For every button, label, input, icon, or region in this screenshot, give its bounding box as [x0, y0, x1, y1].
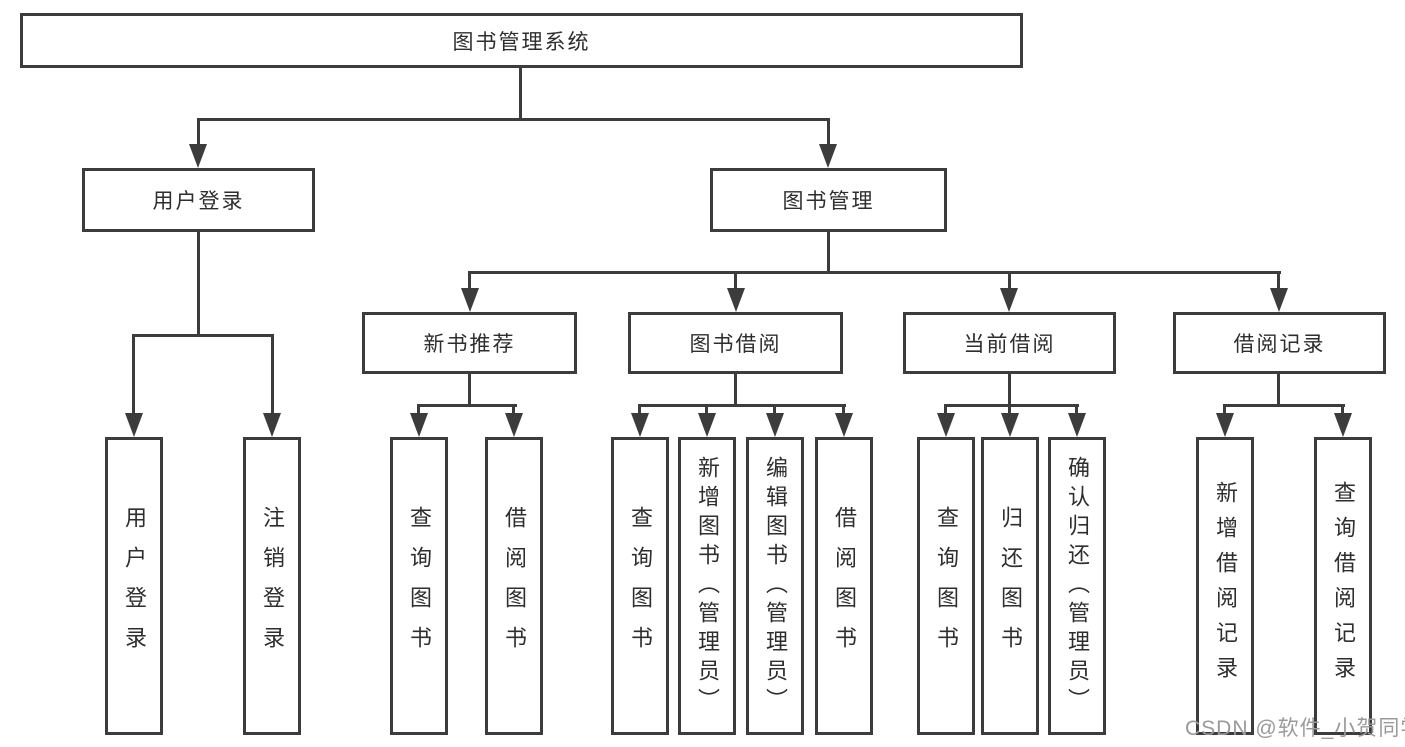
arrow-down-icon — [1216, 413, 1234, 437]
arrow-down-icon — [1001, 413, 1019, 437]
connector-line — [132, 334, 135, 418]
node-label: 图书管理系统 — [452, 30, 591, 54]
connector-line — [468, 271, 471, 292]
connector-line — [1341, 404, 1344, 418]
connector-line — [1277, 271, 1280, 292]
connector-line — [638, 404, 641, 418]
arrow-down-icon — [1270, 288, 1288, 312]
node-label: 图书借阅 — [689, 333, 782, 356]
connector-line — [1008, 271, 1011, 292]
connector-line — [734, 374, 737, 407]
arrow-down-icon — [766, 413, 784, 437]
leaf-add-book-admin: 新增图书（管理员） — [678, 437, 736, 735]
leaf-confirm-return-admin: 确认归还（管理员） — [1048, 437, 1106, 735]
connector-line — [1223, 404, 1226, 418]
node-book-borrow: 图书借阅 — [628, 312, 843, 374]
node-label: 注销登录 — [260, 506, 285, 666]
node-label: 当前借阅 — [963, 333, 1056, 356]
arrow-down-icon — [189, 144, 207, 168]
connector-line — [271, 334, 274, 418]
node-label: 查询图书 — [628, 506, 653, 666]
node-label: 借阅记录 — [1233, 333, 1326, 356]
connector-line — [519, 68, 522, 120]
arrow-down-icon — [263, 413, 281, 437]
node-label: 新增借阅记录 — [1213, 481, 1238, 691]
node-user-login-branch: 用户登录 — [82, 168, 315, 232]
connector-line — [512, 404, 515, 418]
node-current-borrow: 当前借阅 — [903, 312, 1116, 374]
connector-line — [1008, 374, 1011, 407]
leaf-borrow-query-book: 查询图书 — [611, 437, 669, 735]
leaf-borrow-book: 借阅图书 — [815, 437, 873, 735]
node-label: 查询图书 — [407, 506, 432, 666]
connector-line — [417, 404, 517, 407]
connector-line — [197, 118, 200, 150]
arrow-down-icon — [727, 288, 745, 312]
connector-line — [132, 334, 274, 337]
node-label: 新增图书（管理员） — [695, 455, 720, 717]
connector-line — [827, 232, 830, 274]
arrow-down-icon — [125, 413, 143, 437]
connector-line — [468, 271, 1281, 274]
node-label: 用户登录 — [122, 506, 147, 666]
arrow-down-icon — [698, 413, 716, 437]
leaf-edit-book-admin: 编辑图书（管理员） — [746, 437, 804, 735]
arrow-down-icon — [1334, 413, 1352, 437]
leaf-logout: 注销登录 — [243, 437, 301, 735]
node-label: 借阅图书 — [502, 506, 527, 666]
node-label: 归还图书 — [998, 506, 1023, 666]
node-book-management-branch: 图书管理 — [710, 168, 947, 232]
connector-line — [944, 404, 1079, 407]
connector-line — [1223, 404, 1345, 407]
connector-line — [1075, 404, 1078, 418]
node-label: 查询借阅记录 — [1331, 481, 1356, 691]
connector-line — [944, 404, 947, 418]
connector-line — [1277, 374, 1280, 407]
node-label: 用户登录 — [152, 190, 245, 213]
node-label: 查询图书 — [934, 506, 959, 666]
connector-line — [827, 118, 830, 150]
node-label: 借阅图书 — [832, 506, 857, 666]
connector-line — [842, 404, 845, 418]
leaf-add-borrow-record: 新增借阅记录 — [1196, 437, 1254, 735]
node-label: 编辑图书（管理员） — [763, 455, 788, 717]
node-new-book-recommend: 新书推荐 — [362, 312, 577, 374]
arrow-down-icon — [461, 288, 479, 312]
arrow-down-icon — [819, 144, 837, 168]
leaf-query-borrow-record: 查询借阅记录 — [1314, 437, 1372, 735]
leaf-recommend-borrow-book: 借阅图书 — [485, 437, 543, 735]
arrow-down-icon — [505, 413, 523, 437]
node-borrow-record: 借阅记录 — [1173, 312, 1386, 374]
connector-line — [734, 271, 737, 292]
arrow-down-icon — [835, 413, 853, 437]
arrow-down-icon — [410, 413, 428, 437]
leaf-return-book: 归还图书 — [981, 437, 1039, 735]
arrow-down-icon — [631, 413, 649, 437]
connector-line — [197, 118, 830, 121]
arrow-down-icon — [937, 413, 955, 437]
connector-line — [638, 404, 846, 407]
arrow-down-icon — [1000, 288, 1018, 312]
node-root-system: 图书管理系统 — [20, 13, 1023, 68]
arrow-down-icon — [1068, 413, 1086, 437]
node-label: 确认归还（管理员） — [1065, 455, 1090, 717]
connector-line — [468, 374, 471, 407]
connector-line — [705, 404, 708, 418]
node-label: 新书推荐 — [423, 333, 516, 356]
connector-line — [197, 232, 200, 336]
connector-line — [417, 404, 420, 418]
leaf-user-login: 用户登录 — [105, 437, 163, 735]
connector-line — [1008, 404, 1011, 418]
node-label: 图书管理 — [782, 190, 875, 213]
leaf-current-query-book: 查询图书 — [917, 437, 975, 735]
connector-line — [773, 404, 776, 418]
watermark-text: CSDN @软件_小贺同学 — [1185, 717, 1405, 740]
leaf-recommend-query-book: 查询图书 — [390, 437, 448, 735]
